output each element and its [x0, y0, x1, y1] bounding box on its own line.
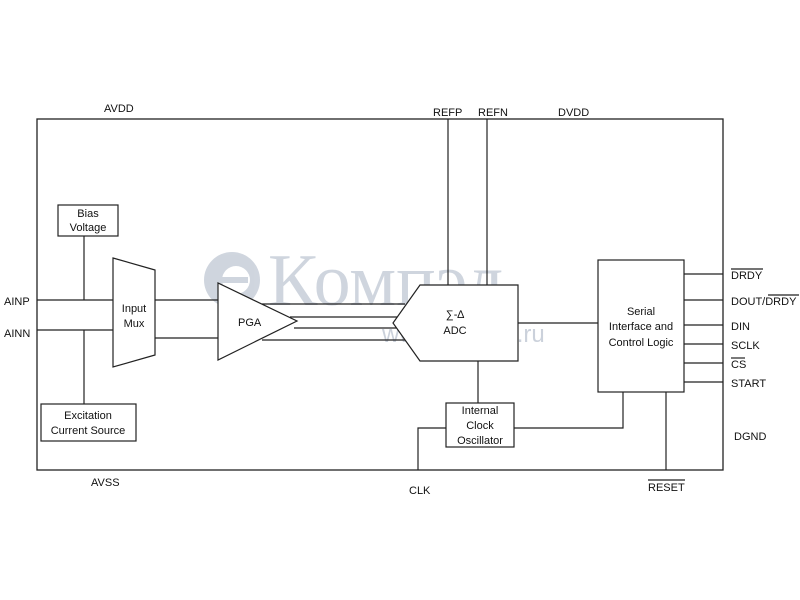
pin-dout-prefix: DOUT/ [731, 296, 766, 308]
internal-clock-oscillator-block [445, 402, 515, 448]
pin-ainp: AINP [4, 296, 30, 308]
pga-label: PGA [238, 317, 262, 329]
pin-dout: DOUT/DRDY [731, 296, 797, 308]
pin-ainn: AINN [4, 328, 30, 340]
pin-drdy: DRDY [731, 270, 763, 282]
serial-interface-control-logic-block [597, 259, 685, 393]
serial-label-line3: Control Logic [609, 337, 674, 349]
pin-cs: CS [731, 359, 746, 371]
pga-block [217, 282, 299, 361]
pin-refp: REFP [433, 107, 462, 119]
pin-dgnd: DGND [734, 431, 766, 443]
serial-label-line2: Interface and [609, 321, 673, 333]
bias-voltage-block [57, 204, 119, 237]
chip-outline [36, 118, 724, 471]
excitation-label-line2: Current Source [51, 425, 126, 437]
adc-label-line1: ∑-∆ [446, 309, 465, 321]
sigma-delta-adc-block [392, 284, 519, 362]
excitation-label-line1: Excitation [64, 410, 112, 422]
pin-dvdd: DVDD [558, 107, 589, 119]
bias-label-line1: Bias [77, 208, 99, 220]
pin-clk: CLK [409, 485, 431, 497]
serial-label-line1: Serial [627, 306, 655, 318]
clock-serial-line [514, 392, 624, 429]
excitation-current-source-block [40, 403, 137, 442]
pin-start: START [731, 378, 766, 390]
pin-dout-drdy: DRDY [765, 296, 797, 308]
input-mux-block [112, 257, 156, 368]
bias-label-line2: Voltage [70, 222, 107, 234]
clock-label-line3: Oscillator [457, 435, 503, 447]
pin-avdd: AVDD [104, 103, 134, 115]
input-mux-label-line1: Input [122, 303, 146, 315]
pin-refn: REFN [478, 107, 508, 119]
clock-label-line2: Clock [466, 420, 494, 432]
clock-label-line1: Internal [462, 405, 499, 417]
pin-avss: AVSS [91, 477, 120, 489]
pin-reset: RESET [648, 482, 685, 494]
adc-label-line2: ADC [443, 325, 466, 337]
input-mux-label-line2: Mux [124, 318, 145, 330]
pin-din: DIN [731, 321, 750, 333]
clk-line [417, 427, 446, 470]
pin-sclk: SCLK [731, 340, 760, 352]
